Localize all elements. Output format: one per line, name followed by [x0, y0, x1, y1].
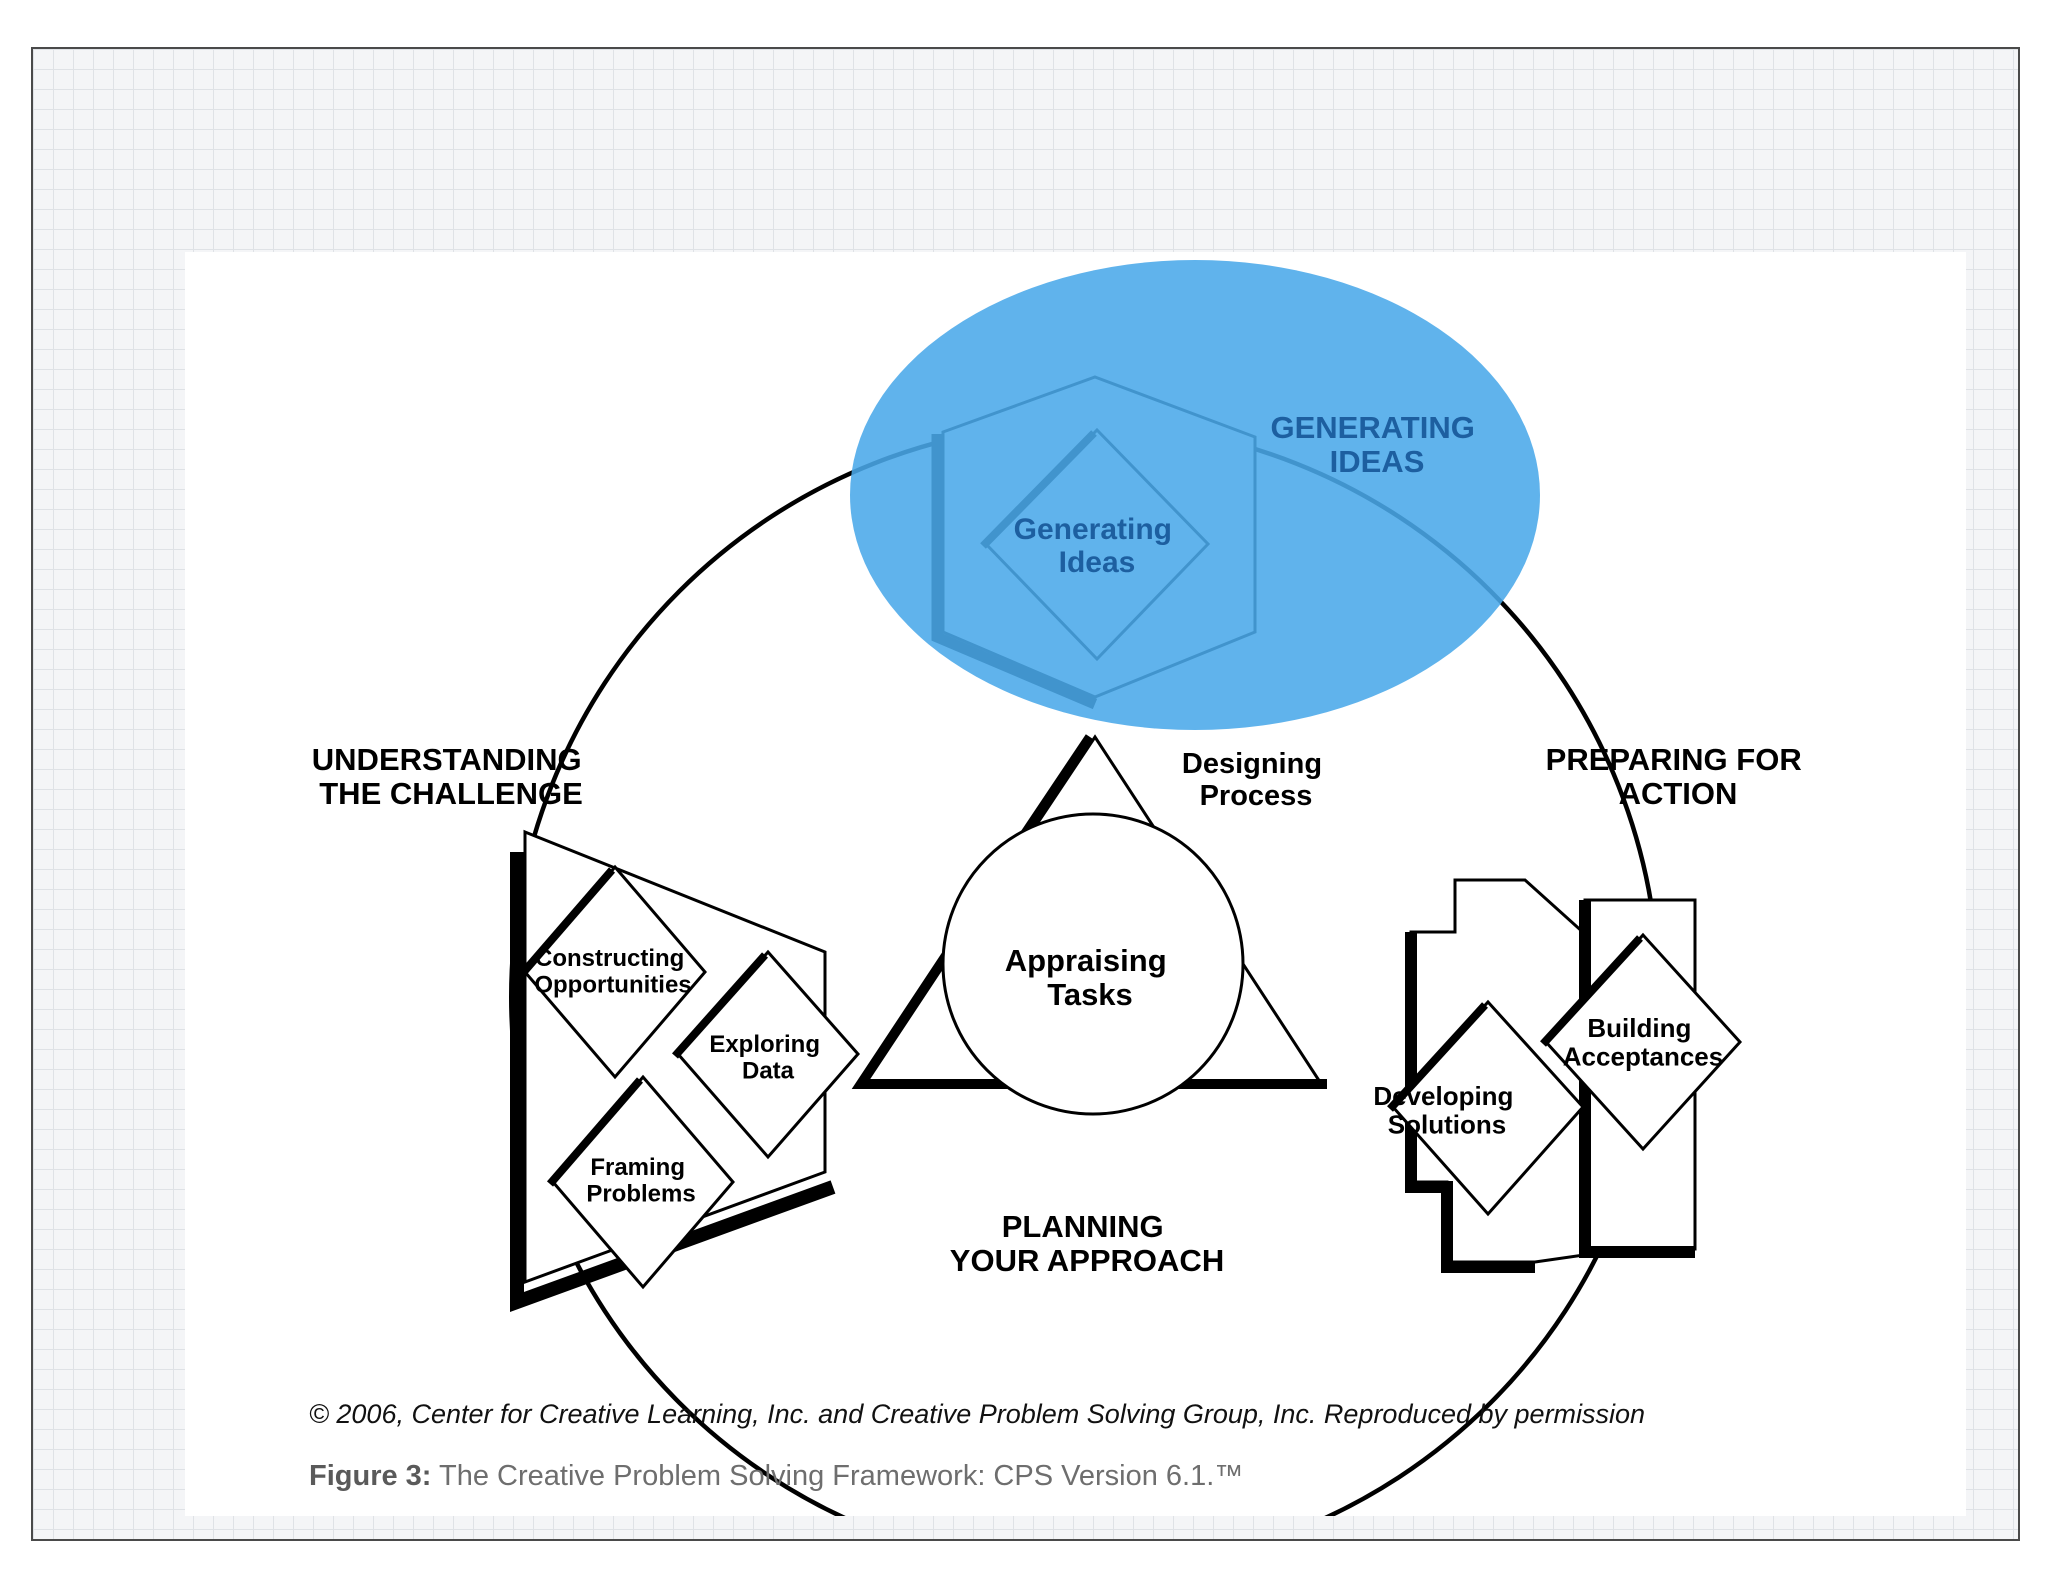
section-label-generating: GENERATING IDEAS: [1270, 410, 1483, 479]
stage-label-building: Building Acceptances: [1563, 1013, 1723, 1072]
highlight-ellipse: [850, 260, 1540, 730]
copyright-notice: © 2006, Center for Creative Learning, In…: [309, 1399, 1646, 1429]
stage-label-designing: Designing Process: [1182, 748, 1330, 812]
preparing-component: [1387, 878, 1743, 1273]
section-label-understanding: UNDERSTANDING THE CHALLENGE: [312, 742, 590, 811]
figure-label: Figure 3:: [309, 1460, 432, 1492]
stage-label-generating: Generating Ideas: [1014, 513, 1181, 579]
figure-caption-text: The Creative Problem Solving Framework: …: [439, 1460, 1244, 1492]
planning-component: [851, 734, 1327, 1116]
section-label-planning: PLANNING YOUR APPROACH: [950, 1209, 1224, 1278]
stage-label-appraising: Appraising Tasks: [1005, 943, 1176, 1012]
slide-frame: GENERATING IDEAS UNDERSTANDING THE CHALL…: [31, 47, 2020, 1541]
stage-label-exploring: Exploring Data: [709, 1031, 826, 1084]
cps-framework-diagram: GENERATING IDEAS UNDERSTANDING THE CHALL…: [312, 260, 1811, 1516]
stage-label-developing: Developing Solutions: [1373, 1081, 1520, 1140]
stage-label-framing: Framing Problems: [586, 1154, 695, 1207]
figure-card: GENERATING IDEAS UNDERSTANDING THE CHALL…: [185, 252, 1966, 1516]
figure-caption: Figure 3: The Creative Problem Solving F…: [309, 1460, 1809, 1493]
understanding-component: [510, 829, 860, 1312]
section-label-preparing: PREPARING FOR ACTION: [1546, 742, 1811, 811]
appraising-circle: [941, 812, 1245, 1116]
stage-label-constructing: Constructing Opportunities: [534, 945, 691, 998]
